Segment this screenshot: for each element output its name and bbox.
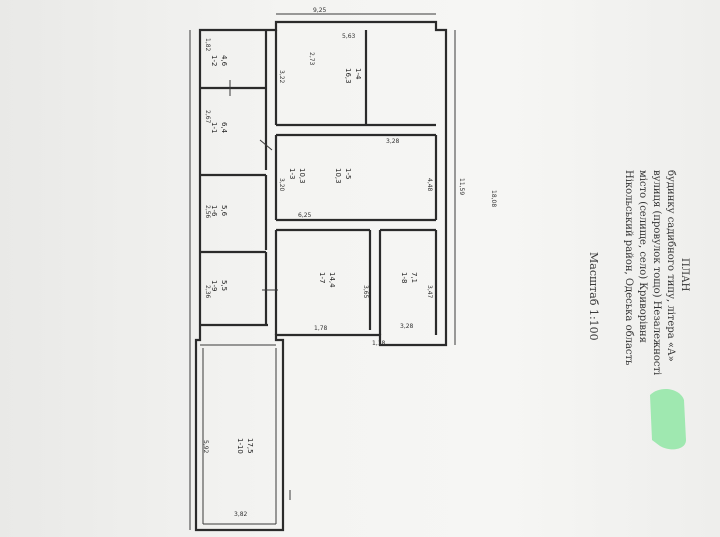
dimension-value: 3,65 [362, 285, 369, 299]
room-id: 1-4 [354, 68, 362, 80]
dimension-value: 3,22 [278, 70, 285, 84]
dimension-value: 2,36 [204, 285, 211, 299]
room-area: 5,6 [220, 205, 228, 217]
dimension-value: 11,59 [458, 178, 465, 195]
room-area: 10,3 [298, 168, 306, 184]
room-id: 1-5 [344, 168, 352, 179]
dimension-value: 1,18 [372, 340, 386, 347]
dimension-value: 5,92 [202, 440, 209, 454]
dimension-labels: 9,25 11,59 18,08 1,82 2,67 2,56 2,36 3,2… [202, 7, 497, 518]
floor-plan [189, 13, 456, 532]
dimension-value: 3,28 [386, 138, 400, 145]
scale-label: Масштаб 1:100 [587, 252, 600, 341]
dimension-value: 1,82 [204, 38, 211, 52]
room-id: 1-6 [210, 205, 218, 217]
door-mark [259, 139, 273, 151]
title-line: вулиця (провулок тощо) Незалежності [651, 170, 662, 375]
room-id: 1-10 [236, 438, 244, 454]
dimension-value: 2,73 [308, 52, 315, 66]
room-labels: 1-2 4,6 1-1 6,4 1-6 5,6 1-9 5,5 1-4 16,3… [210, 55, 418, 454]
room-area: 6,4 [220, 122, 228, 134]
room-area: 5,5 [220, 280, 228, 291]
room-area: 17,5 [246, 438, 254, 454]
room-id: 1-8 [400, 272, 408, 283]
title-line: Нікольський район, Одеська область [623, 170, 634, 366]
document-title: ПЛАН [679, 258, 690, 292]
dimension-value: 2,67 [204, 110, 211, 124]
marker-highlight [650, 388, 686, 450]
room-id: 1-7 [318, 272, 326, 283]
dimension-value: 3,28 [400, 323, 414, 330]
room-id: 1-9 [210, 280, 218, 291]
dimension-value: 3,20 [278, 178, 285, 192]
dimension-value: 4,48 [426, 178, 433, 192]
dimension-value: 3,82 [234, 511, 248, 518]
room-area: 7,1 [410, 272, 418, 283]
dimension-value: 18,08 [490, 190, 497, 207]
title-line: будинку садибного типу, літера «А» [665, 170, 676, 362]
dimension-value: 6,25 [298, 212, 312, 219]
dimension-value: 1,78 [314, 325, 328, 332]
dimension-value: 2,56 [204, 205, 211, 219]
room-id: 1-2 [210, 55, 218, 66]
room-area: 14,4 [328, 272, 336, 288]
room-area: 10,3 [334, 168, 342, 184]
title-block: ПЛАН будинку садибного типу, літера «А» … [587, 170, 690, 375]
room-id: 1-1 [210, 122, 218, 133]
dimension-value: 5,63 [342, 33, 356, 40]
dimension-value: 3,47 [426, 285, 433, 299]
dimension-value: 9,25 [313, 7, 327, 14]
room-id: 1-3 [288, 168, 296, 179]
title-line: місто (селище, село) Криворівня [637, 170, 648, 343]
room-area: 16,3 [344, 68, 352, 84]
room-area: 4,6 [220, 55, 228, 67]
